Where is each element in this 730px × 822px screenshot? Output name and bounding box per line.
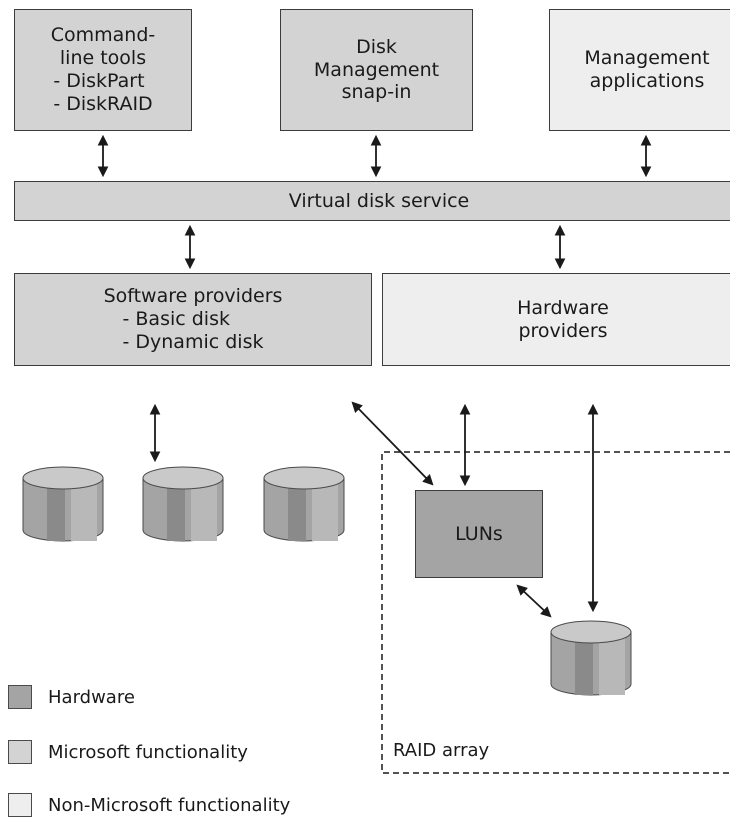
raid-array-label: RAID array bbox=[393, 740, 490, 761]
software-providers-list: - Basic disk - Dynamic disk bbox=[123, 308, 264, 354]
command-line-tools-title: Command-line tools bbox=[50, 24, 156, 70]
hardware-providers-box: Hardware providers bbox=[382, 273, 730, 366]
legend-swatch-hardware bbox=[8, 685, 32, 709]
command-line-tools-box: Command-line tools - DiskPart - DiskRAID bbox=[14, 9, 192, 131]
legend-non-microsoft: Non-Microsoft functionality bbox=[8, 793, 290, 817]
command-line-tools-item: - DiskRAID bbox=[53, 92, 153, 115]
hardware-providers-line: Hardware bbox=[517, 296, 609, 319]
disk-management-snapin-box: Disk Management snap-in bbox=[280, 9, 473, 131]
command-line-tools-item: - DiskPart bbox=[53, 70, 145, 92]
command-line-tools-list: - DiskPart - DiskRAID bbox=[53, 70, 152, 116]
legend-swatch-non-microsoft bbox=[8, 793, 32, 817]
management-applications-box: Management applications bbox=[549, 9, 730, 131]
legend-label-hardware: Hardware bbox=[48, 686, 135, 708]
management-applications-line: Management bbox=[584, 47, 710, 70]
software-providers-item: - Basic disk bbox=[122, 308, 230, 331]
disk-cylinder-1 bbox=[22, 466, 104, 542]
luns-label: LUNs bbox=[455, 522, 503, 545]
management-applications-line: applications bbox=[589, 70, 705, 92]
legend-label-microsoft: Microsoft functionality bbox=[48, 741, 248, 763]
disk-management-line: Management bbox=[313, 58, 440, 81]
legend-microsoft: Microsoft functionality bbox=[8, 740, 248, 764]
legend-label-non-microsoft: Non-Microsoft functionality bbox=[48, 794, 291, 816]
arrow-luns-raid-disk bbox=[516, 584, 552, 618]
virtual-disk-service-bar: Virtual disk service bbox=[14, 181, 730, 221]
luns-box: LUNs bbox=[415, 490, 543, 578]
raid-disk-cylinder bbox=[550, 620, 632, 696]
legend-hardware: Hardware bbox=[8, 685, 135, 709]
disk-management-line: Disk bbox=[356, 35, 397, 58]
software-providers-title: Software providers bbox=[103, 285, 283, 308]
raid-array-boundary bbox=[381, 451, 730, 774]
virtual-disk-service-label: Virtual disk service bbox=[288, 189, 470, 212]
legend-swatch-microsoft bbox=[8, 740, 32, 764]
hardware-providers-line: providers bbox=[518, 319, 608, 342]
software-providers-box: Software providers - Basic disk - Dynami… bbox=[14, 273, 372, 366]
disk-management-line: snap-in bbox=[341, 81, 412, 104]
arrow-software-luns bbox=[351, 401, 434, 486]
disk-cylinder-3 bbox=[263, 466, 345, 542]
disk-cylinder-2 bbox=[142, 466, 224, 542]
software-providers-item: - Dynamic disk bbox=[122, 330, 264, 353]
